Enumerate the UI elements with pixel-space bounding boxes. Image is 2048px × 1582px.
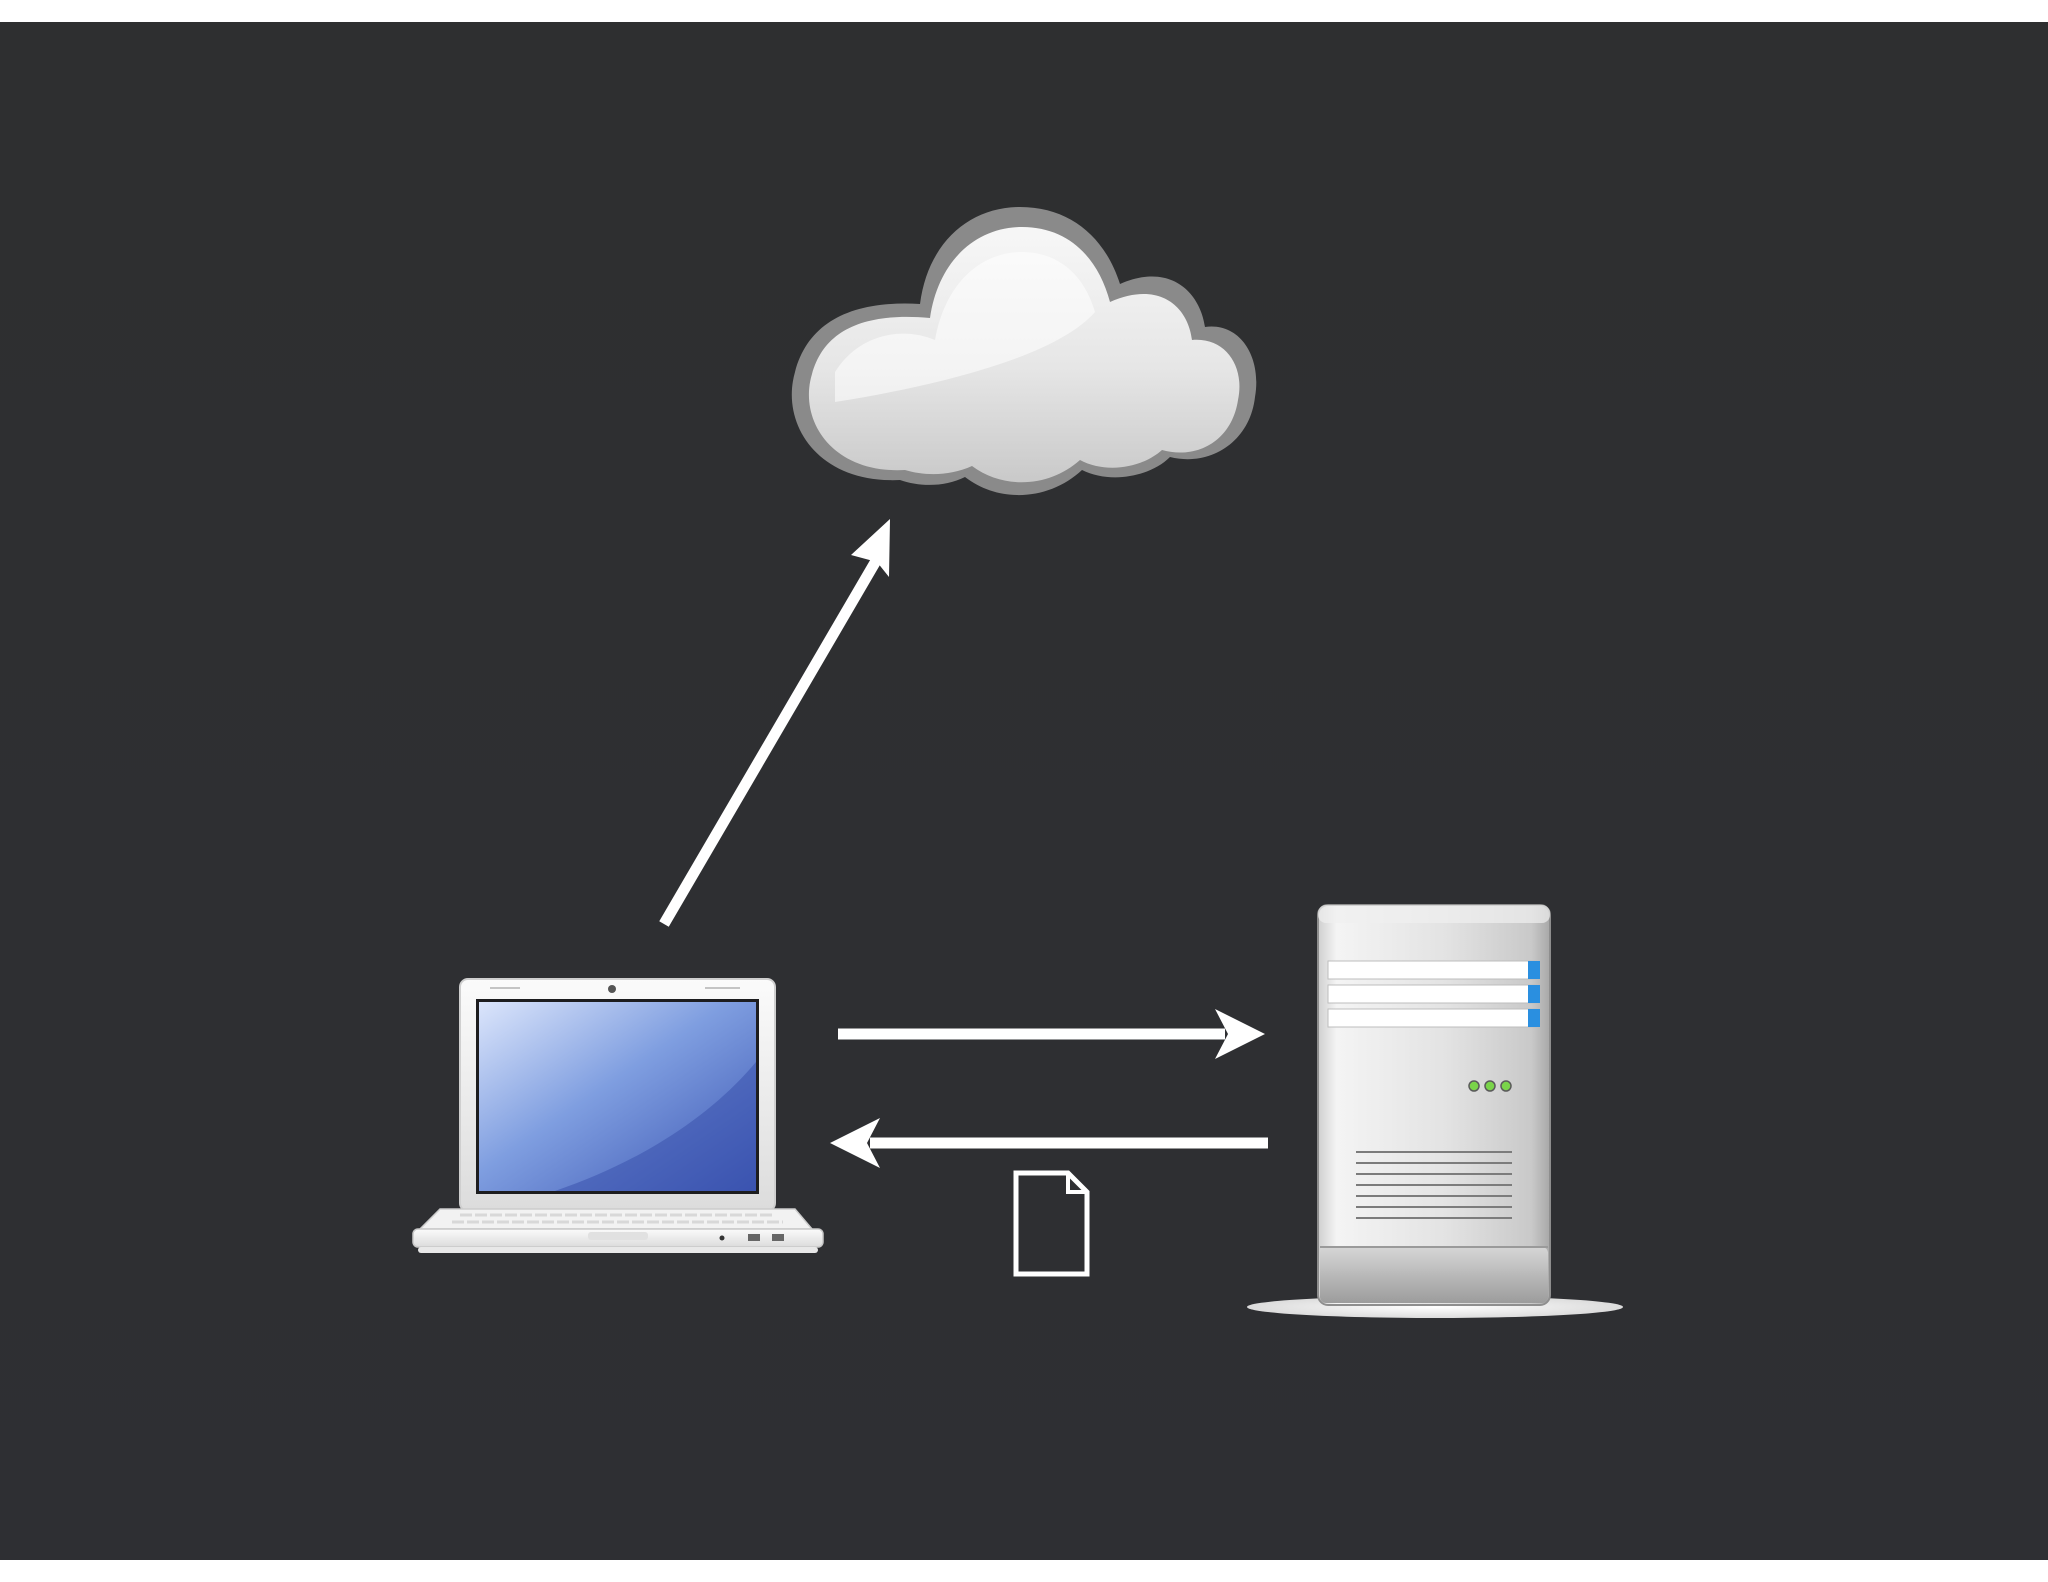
diagram-canvas	[0, 22, 2048, 1560]
diagram-svg	[0, 22, 2048, 1560]
laptop-icon	[413, 979, 823, 1253]
status-led-indicators	[1469, 1081, 1511, 1091]
